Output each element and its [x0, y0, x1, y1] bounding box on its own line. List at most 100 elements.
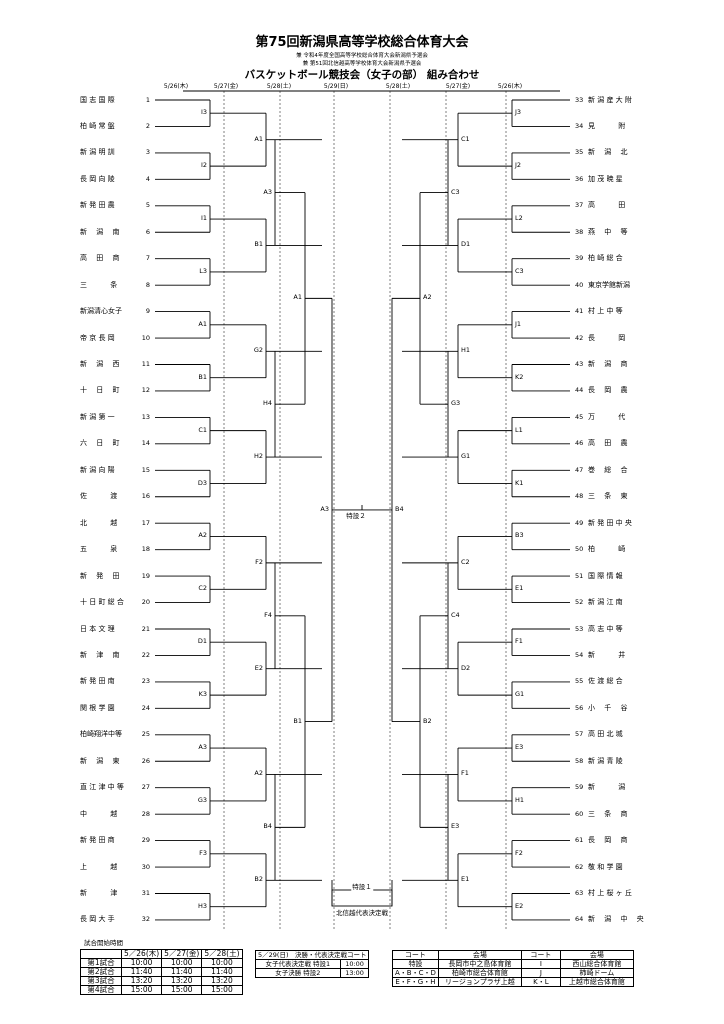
team-number: 63	[575, 889, 584, 897]
team-name: 中 越	[80, 809, 118, 818]
finals-cell: 女子代表決定戦 特設1	[255, 959, 341, 969]
court-label: K3	[197, 690, 208, 699]
court-label: F1	[460, 769, 470, 778]
team-number: 36	[575, 174, 584, 183]
court-label: H2	[252, 452, 264, 461]
team-number: 56	[575, 703, 584, 712]
venue-cell: 特設	[392, 959, 439, 969]
court-label: B1	[253, 240, 264, 249]
court-label: C1	[460, 134, 471, 143]
court-label: J3	[514, 108, 523, 117]
court-label: J1	[514, 319, 523, 328]
court-label: G1	[460, 452, 472, 461]
team-number: 38	[575, 227, 584, 236]
team-number: 9	[145, 307, 150, 316]
third-caption: 北信越代表決定戦	[336, 909, 388, 917]
finals-court-header: 5／29(日) 決勝・代表決定戦コート	[254, 950, 370, 960]
team-name: 十 日 町 総 合	[80, 598, 124, 607]
team-name: 六 日 町	[80, 439, 120, 448]
court-label: F1	[514, 637, 524, 646]
team-name: 高 田 農	[588, 439, 628, 448]
court-label: G1	[514, 690, 526, 699]
team-name: 新 発 田 南	[80, 677, 115, 686]
team-number: 55	[575, 677, 584, 686]
team-number: 30	[141, 862, 150, 871]
team-name: 燕 中 等	[588, 227, 628, 236]
court-label: A1	[197, 319, 208, 328]
court-label: C4	[450, 610, 461, 619]
schedule-cell: 15:00	[161, 985, 203, 995]
venue-header: コート	[520, 950, 561, 960]
team-name: 新 発 田 農	[80, 201, 115, 210]
team-number: 57	[575, 730, 584, 739]
team-name: 新 潟 商	[588, 360, 628, 368]
team-number: 39	[575, 254, 584, 263]
court-label: C1	[197, 425, 208, 434]
court-label: C3	[514, 266, 525, 275]
court-label: C2	[460, 557, 471, 566]
team-number: 28	[141, 809, 150, 818]
court-label: C3	[450, 187, 461, 196]
team-name: 柏 崎 総 合	[588, 254, 623, 263]
court-label: K1	[514, 478, 525, 487]
team-name: 長 岡 商	[588, 836, 628, 845]
team-number: 2	[145, 121, 150, 130]
team-number: 14	[141, 439, 150, 448]
team-name: 長 岡 農	[588, 386, 628, 395]
venue-header: 会場	[437, 950, 522, 960]
round-date: 5/28(土)	[385, 83, 411, 90]
team-name: 高 志 中 等	[588, 624, 623, 633]
schedule-cell: 15:00	[120, 985, 163, 995]
team-name: 長 岡 大 手	[80, 915, 115, 924]
court-label: G2	[252, 346, 264, 355]
team-name: 敬 和 学 園	[588, 862, 623, 871]
subtitle-national: 兼 令和4年度全国高等学校総合体育大会新潟県予選会	[296, 53, 428, 59]
team-number: 10	[141, 333, 150, 342]
court-label: H1	[460, 346, 472, 355]
round-date: 5/28(土)	[266, 83, 292, 90]
court-label: D2	[460, 663, 472, 672]
bracket-heading: バスケットボール競技会（女子の部） 組み合わせ	[244, 69, 480, 81]
team-name: 柏 崎	[588, 545, 626, 554]
court-label: B4	[262, 822, 273, 831]
team-name: 上 越	[80, 862, 118, 871]
venue-cell: 柏崎市総合体育館	[437, 968, 522, 978]
team-number: 52	[575, 598, 584, 607]
team-number: 42	[575, 333, 584, 342]
venue-header: 会場	[559, 950, 634, 960]
court-label: E1	[514, 584, 525, 593]
team-name: 新 潟 江 南	[588, 598, 623, 607]
subtitle-hokushinetsu: 兼 第51回北信越高等学校体育大会新潟県予選会	[302, 61, 422, 67]
team-name: 佐 渡	[80, 492, 118, 501]
team-number: 60	[575, 809, 584, 818]
team-number: 16	[141, 492, 150, 501]
venue-cell: E・F・G・H	[392, 977, 439, 987]
team-name: 高 田 商	[80, 254, 120, 263]
team-number: 33	[575, 95, 584, 104]
team-name: 長 岡 向 陵	[80, 174, 115, 183]
team-name: 巻 総 合	[588, 465, 628, 474]
third-place-box	[331, 889, 393, 907]
team-name: 村 上 桜 ヶ 丘	[588, 889, 632, 897]
team-name: 加 茂 暁 星	[588, 174, 623, 183]
team-number: 46	[575, 439, 584, 448]
court-label: D1	[196, 637, 208, 646]
team-number: 8	[145, 280, 150, 289]
team-name: 小 千 谷	[588, 703, 628, 712]
team-name: 直 江 津 中 等	[80, 783, 124, 792]
court-label: A3	[262, 187, 273, 196]
team-name: 新 潟 産 大 附	[588, 95, 632, 104]
team-name: 三 条	[80, 280, 118, 289]
team-number: 19	[141, 571, 150, 580]
court-label: L1	[514, 425, 524, 434]
court-label: C2	[197, 584, 208, 593]
team-number: 31	[141, 889, 150, 897]
team-number: 37	[575, 201, 584, 210]
court-label: K2	[514, 372, 525, 381]
team-number: 32	[141, 915, 150, 924]
final-court-label: 特設２	[345, 511, 367, 520]
court-label: F3	[198, 848, 208, 857]
team-number: 34	[575, 121, 584, 130]
